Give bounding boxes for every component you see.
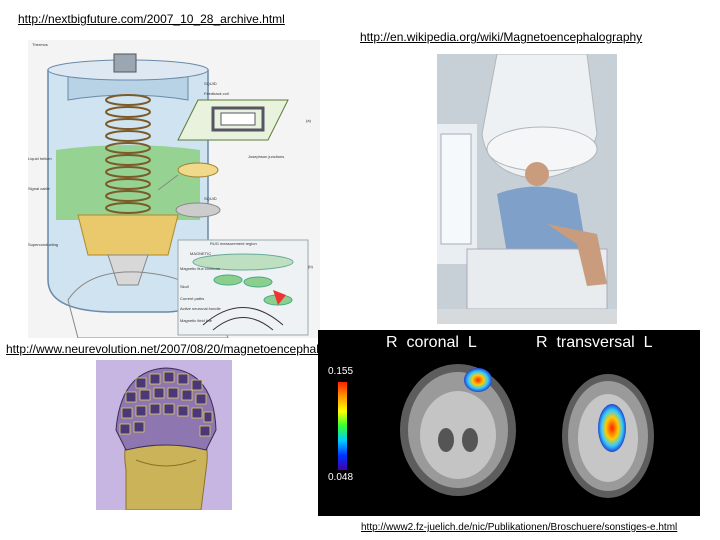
brain-scan-panel: R coronal L R transversal L 0.155 0.048: [318, 330, 700, 516]
label-field-line: Magnetic field line: [180, 318, 213, 323]
subject-face: [525, 162, 549, 186]
label-skull: Skull: [180, 284, 189, 289]
link-nextbigfuture[interactable]: http://nextbigfuture.com/2007_10_28_arch…: [18, 12, 285, 26]
transversal-slice: [562, 374, 654, 498]
label-active-bundle: Active neuronal bundle: [180, 306, 221, 311]
label-rug-region: RUG measurement region: [210, 241, 257, 246]
subject-shirt: [497, 186, 587, 254]
transversal-activation: [598, 404, 626, 452]
label-josephson: Josephson junctions: [248, 154, 284, 159]
label-superconducting: Superconducting: [28, 242, 58, 247]
meg-photo-svg: [437, 54, 617, 324]
squid-discs: [157, 162, 221, 218]
sensor-helmet-render: [96, 360, 232, 510]
coronal-slice: [400, 364, 516, 496]
dewar-cap: [113, 53, 137, 73]
link-neurevolution[interactable]: http://www.neurevolution.net/2007/08/20/…: [6, 342, 318, 356]
label-liquid-helium: Liquid helium: [28, 156, 52, 161]
label-magnetic: MAGNETIC: [190, 251, 211, 256]
squid-diagram-svg: Thermos SQUID Feedback coil Josephson ju…: [28, 42, 314, 338]
monitor-screen: [440, 133, 472, 245]
squid-circuit: [177, 99, 289, 141]
measurement-region: [177, 239, 309, 336]
label-feedback-coil: Feedback coil: [204, 91, 229, 96]
meg-scanner-photo: [437, 54, 617, 324]
label-squid-top: SQUID: [204, 81, 217, 86]
sensor-housing: [77, 214, 179, 256]
coronal-activation: [464, 368, 492, 392]
link-fz-juelich[interactable]: http://www2.fz-juelich.de/nic/Publikatio…: [361, 522, 678, 533]
squid-dewar-diagram: Thermos SQUID Feedback coil Josephson ju…: [28, 40, 320, 338]
scale-min-label: 0.048: [328, 472, 354, 483]
color-scale-bar: [338, 382, 347, 470]
link-wikipedia-meg[interactable]: http://en.wikipedia.org/wiki/Magnetoence…: [360, 30, 643, 44]
label-squid-disc: SQUID: [204, 196, 217, 201]
label-current-paths: Current paths: [180, 296, 204, 301]
scan-title-coronal: R coronal L: [386, 334, 477, 351]
sensor-cone: [107, 254, 149, 286]
sensor-grid: [119, 371, 213, 437]
label-a: (a): [306, 118, 312, 123]
coil-spring: [105, 94, 151, 214]
helmet-svg: [96, 360, 232, 510]
label-flux-contours: Magnetic flux contours: [180, 266, 220, 271]
brain-scans-svg: [400, 364, 654, 498]
scan-title-transversal: R transversal L: [536, 334, 653, 351]
scale-max-label: 0.155: [328, 366, 354, 377]
label-thermos: Thermos: [32, 42, 48, 47]
liquid-helium: [56, 145, 200, 220]
label-b: (b): [308, 264, 314, 269]
label-signal-cable: Signal cable: [28, 186, 51, 191]
